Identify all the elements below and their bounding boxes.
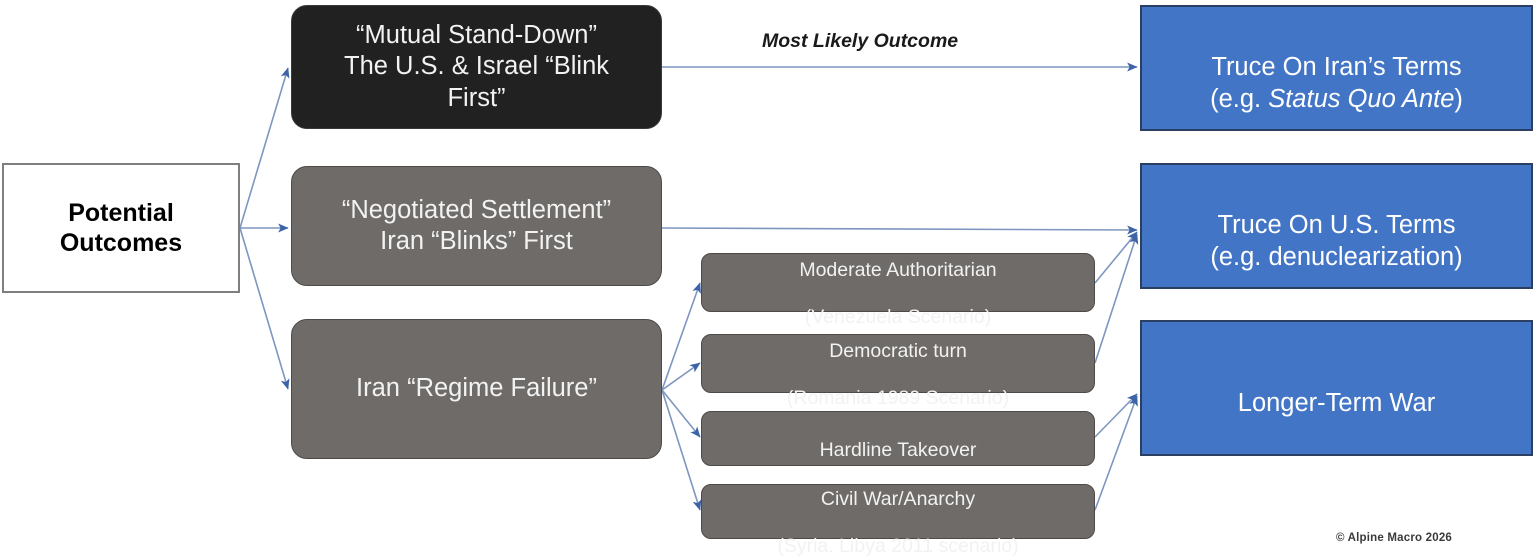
outcome-line-1: Longer-Term War: [1237, 389, 1436, 417]
outcome-line-2-prefix: (e.g.: [1210, 84, 1269, 113]
edge-democratic-to-truce-us: [1094, 233, 1139, 364]
edge-root-to-mutual-stand-down: [239, 67, 290, 229]
scenario-line-2: (Syria. Libya 2011 scenario): [777, 535, 1019, 556]
scenario-node-civil-war-anarchy[interactable]: Civil War/Anarchy (Syria. Libya 2011 sce…: [701, 484, 1095, 556]
edge-civil-war-to-longer-term-war: [1094, 395, 1138, 511]
outcome-line-2-suffix: ): [1454, 84, 1463, 113]
outcome-node-text: Truce On U.S. Terms(e.g. denuclearizatio…: [1142, 179, 1531, 272]
scenario-node-moderate-authoritarian[interactable]: Moderate Authoritarian (Venezuela Scenar…: [701, 253, 1095, 328]
outcome-line-1: Truce On Iran’s Terms: [1211, 53, 1462, 82]
scenario-line-1: Civil War/Anarchy: [820, 487, 976, 510]
branch-node-regime-failure[interactable]: Iran “Regime Failure”: [291, 319, 662, 459]
branch-node-label: “Negotiated Settlement” Iran “Blinks” Fi…: [341, 195, 612, 255]
outcome-node-truce-iran-terms[interactable]: Truce On Iran’s Terms(e.g. Status Quo An…: [1140, 5, 1533, 131]
outcome-node-text: Longer-Term War: [1142, 357, 1531, 419]
branch-node-label: Iran “Regime Failure”: [356, 374, 597, 403]
edge-hardline-to-longer-term-war: [1094, 393, 1138, 438]
edge-moderate-to-truce-us: [1094, 231, 1138, 284]
edge-regime-to-civil-war-anarchy: [661, 389, 702, 511]
outcome-line-2-italic: Status Quo Ante: [1268, 84, 1455, 113]
outcome-node-truce-us-terms[interactable]: Truce On U.S. Terms(e.g. denuclearizatio…: [1140, 163, 1533, 289]
branch-node-negotiated-settlement[interactable]: “Negotiated Settlement” Iran “Blinks” Fi…: [291, 166, 662, 286]
scenario-line-1: Democratic turn: [829, 339, 967, 362]
scenario-line-2: (Romania 1989 Scenario): [786, 387, 1010, 410]
root-node-potential-outcomes[interactable]: Potential Outcomes: [2, 163, 240, 293]
edge-regime-to-democratic-turn: [661, 362, 701, 391]
scenario-line-2: (Venezuela Scenario): [804, 306, 992, 329]
outcome-line-2-prefix: (e.g. denuclearization): [1210, 242, 1463, 271]
scenario-node-text: Civil War/Anarchy (Syria. Libya 2011 sce…: [702, 464, 1094, 556]
edge-label-text: Most Likely Outcome: [762, 30, 959, 52]
scenario-line-1: Moderate Authoritarian: [799, 258, 997, 281]
edge-negotiated-to-truce-us: [661, 225, 1138, 235]
edge-label-most-likely-outcome: Most Likely Outcome: [762, 30, 958, 53]
outcome-node-longer-term-war[interactable]: Longer-Term War: [1140, 320, 1533, 456]
scenario-line-1: Hardline Takeover: [819, 438, 977, 461]
scenario-node-text: Hardline Takeover: [702, 415, 1094, 463]
branch-node-mutual-stand-down[interactable]: “Mutual Stand-Down” The U.S. & Israel “B…: [291, 5, 662, 129]
scenario-node-democratic-turn[interactable]: Democratic turn (Romania 1989 Scenario): [701, 334, 1095, 409]
copyright-credit: © Alpine Macro 2026: [1336, 532, 1452, 544]
outcome-line-1: Truce On U.S. Terms: [1217, 211, 1456, 240]
scenario-node-text: Moderate Authoritarian (Venezuela Scenar…: [702, 235, 1094, 330]
scenario-node-text: Democratic turn (Romania 1989 Scenario): [702, 316, 1094, 411]
scenario-node-hardline-takeover[interactable]: Hardline Takeover: [701, 411, 1095, 466]
copyright-text: © Alpine Macro 2026: [1336, 532, 1453, 544]
outcome-node-text: Truce On Iran’s Terms(e.g. Status Quo An…: [1142, 21, 1531, 114]
edge-root-to-regime-failure: [239, 227, 290, 390]
branch-node-label: “Mutual Stand-Down” The U.S. & Israel “B…: [344, 21, 609, 112]
root-node-label: Potential Outcomes: [59, 198, 183, 258]
edge-regime-to-moderate-authoritarian: [661, 282, 701, 391]
edge-regime-to-hardline-takeover: [661, 389, 701, 438]
